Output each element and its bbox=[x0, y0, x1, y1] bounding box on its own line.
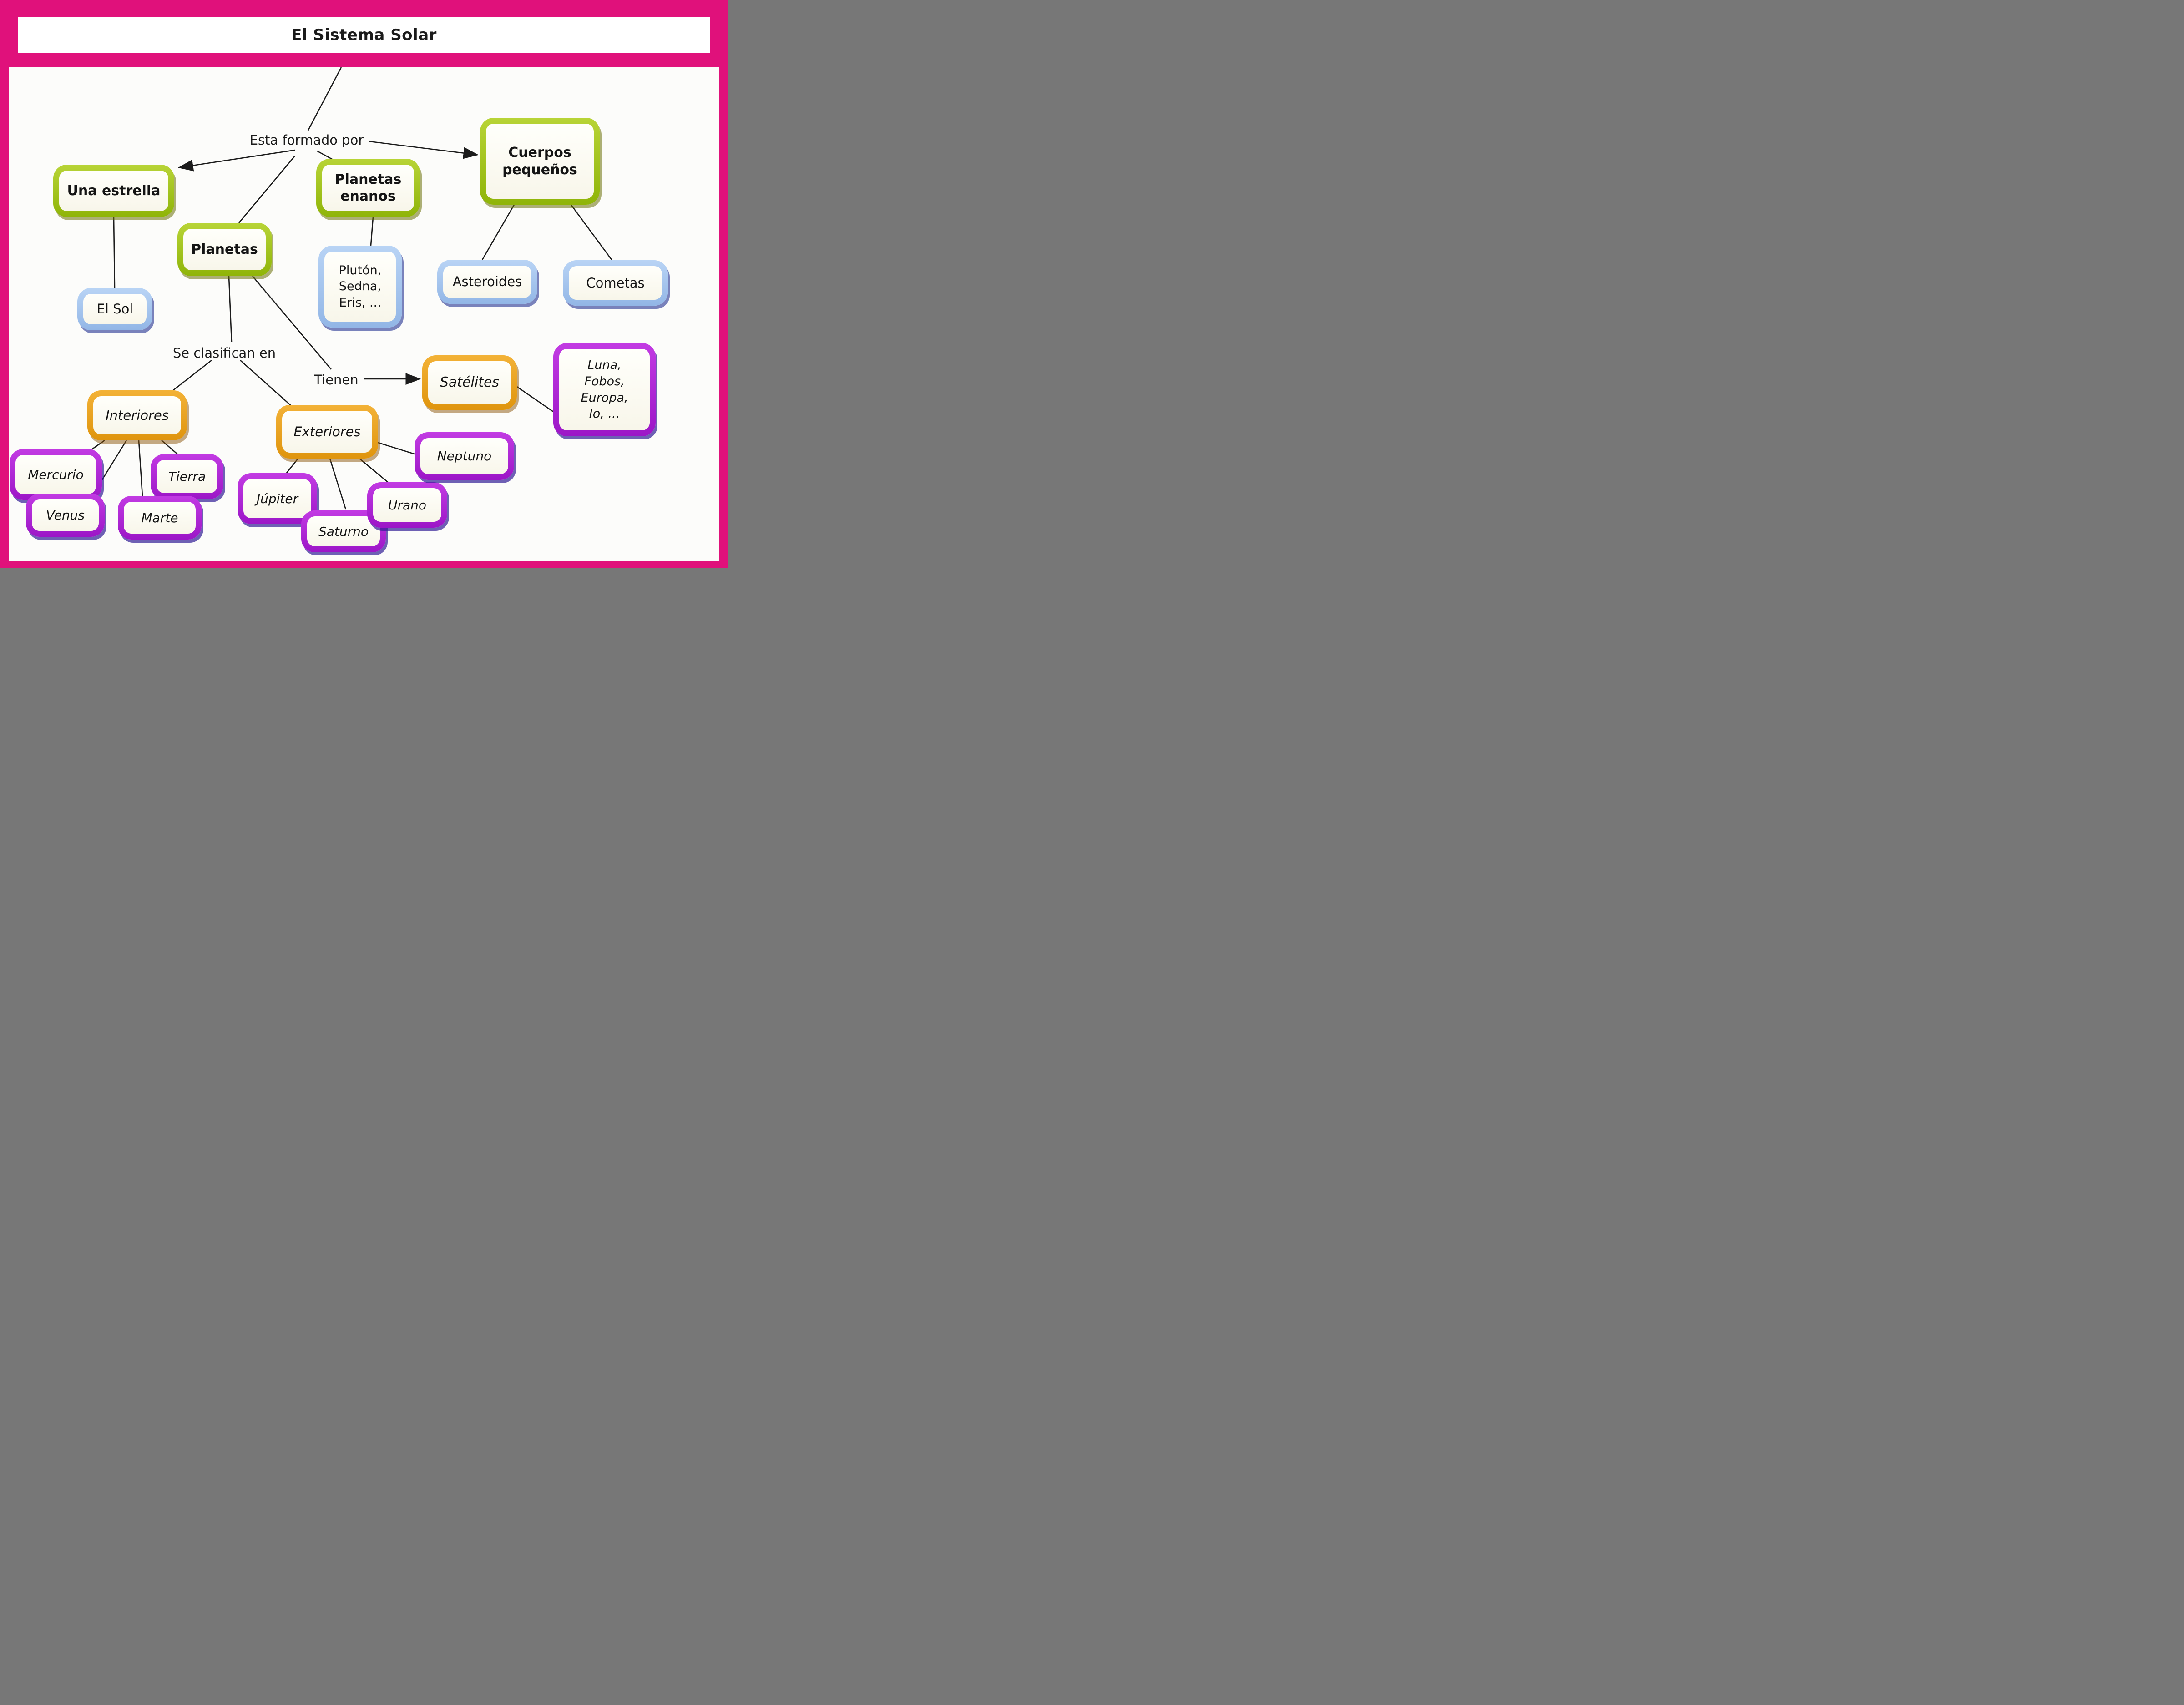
title-band: El Sistema Solar bbox=[18, 17, 710, 53]
node-satelites-body: Satélites bbox=[428, 361, 511, 404]
node-planetas: Planetas bbox=[177, 223, 272, 276]
node-mercurio-label: Mercurio bbox=[28, 467, 84, 482]
node-exteriores-label: Exteriores bbox=[293, 424, 361, 439]
node-el-sol-body: El Sol bbox=[83, 294, 147, 324]
node-venus-label: Venus bbox=[46, 508, 85, 523]
node-tierra: Tierra bbox=[151, 454, 223, 499]
node-el-sol: El Sol bbox=[77, 288, 152, 330]
node-planetas-enanos-label: Planetas enanos bbox=[334, 171, 402, 205]
node-planetas-enanos: Planetas enanos bbox=[316, 159, 420, 217]
node-interiores-label: Interiores bbox=[106, 407, 169, 423]
node-exteriores-body: Exteriores bbox=[282, 411, 372, 453]
node-planetas-body: Planetas bbox=[183, 229, 266, 270]
node-satelites: Satélites bbox=[422, 355, 517, 410]
node-planetas-label: Planetas bbox=[191, 241, 258, 257]
node-venus-body: Venus bbox=[32, 499, 99, 531]
node-cometas-body: Cometas bbox=[569, 266, 662, 300]
node-cuerpos-pequenos-body: Cuerpos pequeños bbox=[486, 124, 594, 199]
label-tienen: Tienen bbox=[302, 371, 370, 388]
node-asteroides-label: Asteroides bbox=[452, 274, 522, 290]
node-asteroides-body: Asteroides bbox=[443, 266, 531, 298]
node-exteriores: Exteriores bbox=[276, 405, 378, 459]
label-esta-formado-por-text: Esta formado por bbox=[249, 132, 364, 148]
node-tierra-body: Tierra bbox=[157, 460, 217, 493]
node-pluton-sedna-eris: Plutón, Sedna, Eris, ... bbox=[318, 246, 402, 328]
node-urano: Urano bbox=[367, 482, 447, 528]
node-luna-fobos-europa-io-label: Luna, Fobos, Europa, Io, ... bbox=[581, 358, 628, 421]
node-pluton-sedna-eris-body: Plutón, Sedna, Eris, ... bbox=[324, 252, 396, 322]
node-neptuno-label: Neptuno bbox=[437, 449, 492, 464]
node-una-estrella: Una estrella bbox=[53, 165, 174, 217]
node-venus: Venus bbox=[26, 494, 105, 537]
label-se-clasifican-en-text: Se clasifican en bbox=[172, 345, 276, 361]
node-neptuno: Neptuno bbox=[415, 432, 514, 480]
node-saturno-body: Saturno bbox=[307, 516, 380, 546]
label-se-clasifican-en: Se clasifican en bbox=[156, 344, 293, 362]
node-el-sol-label: El Sol bbox=[96, 301, 133, 317]
node-jupiter-label: Júpiter bbox=[256, 491, 298, 506]
node-urano-body: Urano bbox=[373, 488, 441, 522]
node-marte-label: Marte bbox=[141, 510, 178, 525]
node-marte-body: Marte bbox=[124, 502, 196, 534]
node-interiores-body: Interiores bbox=[93, 396, 181, 434]
node-cuerpos-pequenos: Cuerpos pequeños bbox=[480, 118, 600, 205]
node-cometas: Cometas bbox=[563, 260, 668, 306]
node-planetas-enanos-body: Planetas enanos bbox=[322, 165, 414, 211]
label-esta-formado-por: Esta formado por bbox=[229, 131, 384, 149]
node-tierra-label: Tierra bbox=[168, 469, 206, 484]
node-urano-label: Urano bbox=[388, 497, 427, 513]
node-interiores: Interiores bbox=[87, 390, 187, 440]
page-title: El Sistema Solar bbox=[291, 25, 437, 44]
node-cometas-label: Cometas bbox=[586, 275, 645, 291]
node-mercurio: Mercurio bbox=[10, 449, 102, 500]
node-pluton-sedna-eris-label: Plutón, Sedna, Eris, ... bbox=[339, 263, 382, 310]
node-una-estrella-label: Una estrella bbox=[67, 182, 161, 199]
node-una-estrella-body: Una estrella bbox=[59, 171, 168, 211]
concept-map: El Sistema Solar Esta formado bbox=[0, 0, 728, 568]
node-cuerpos-pequenos-label: Cuerpos pequeños bbox=[502, 145, 577, 178]
label-tienen-text: Tienen bbox=[314, 372, 359, 388]
node-marte: Marte bbox=[118, 496, 202, 540]
node-saturno-label: Saturno bbox=[318, 524, 369, 539]
node-mercurio-body: Mercurio bbox=[15, 455, 96, 494]
node-asteroides: Asteroides bbox=[437, 260, 537, 304]
node-luna-fobos-europa-io: Luna, Fobos, Europa, Io, ... bbox=[553, 343, 656, 436]
node-luna-fobos-europa-io-body: Luna, Fobos, Europa, Io, ... bbox=[559, 349, 650, 430]
node-satelites-label: Satélites bbox=[440, 374, 500, 391]
node-jupiter-body: Júpiter bbox=[243, 479, 311, 518]
node-neptuno-body: Neptuno bbox=[420, 438, 508, 474]
